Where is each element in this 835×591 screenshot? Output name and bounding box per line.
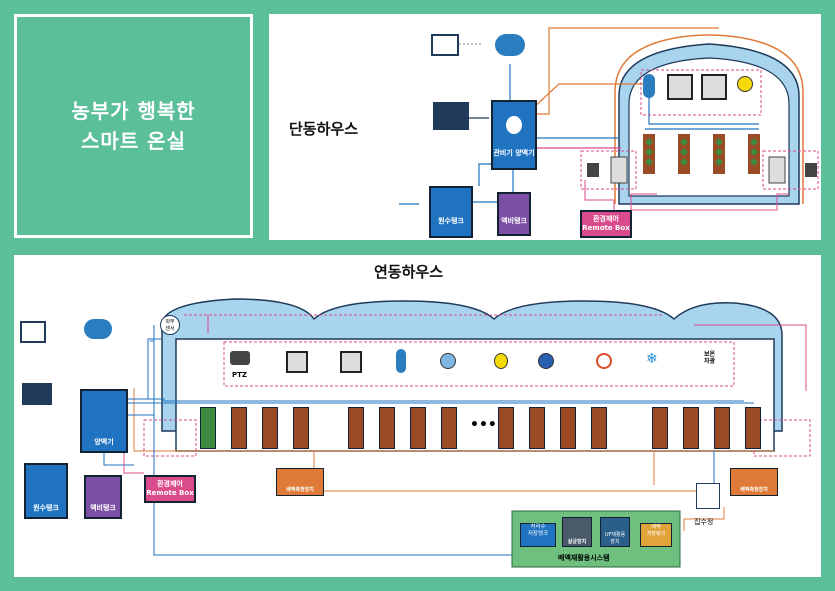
drain-measure-left: 배액측정장치: [276, 468, 324, 496]
title-line1: 농부가 행복한: [71, 99, 196, 123]
computer-icon: [22, 383, 52, 405]
drain-storage-tank: 배액 저장탱크: [640, 523, 672, 547]
multi-remote-box: 환경제어 Remote Box: [144, 475, 196, 503]
title-box: 농부가 행복한 스마트 온실: [14, 14, 253, 238]
insulation-shade: 보온 차광: [704, 351, 716, 365]
drain-measure-right-label: 배액측정장치: [740, 487, 768, 493]
single-raw-tank-label: 원수탱크: [438, 217, 464, 225]
single-remote-box: 환경제어 Remote Box: [580, 210, 632, 238]
uf-recycler: UF재활용 장치: [600, 517, 630, 547]
recycle-system-label: 배액재활용시스템: [558, 554, 610, 562]
thermometer-icon: [396, 349, 406, 373]
exhaust-fan-icon: [340, 351, 362, 373]
continuation-dots: •••: [470, 417, 497, 433]
monitor-icon: [20, 321, 46, 343]
drain-measure-right: 배액측정장치: [730, 468, 778, 496]
drain-measure-left-label: 배액측정장치: [286, 487, 314, 493]
multi-house-title: 연동하우스: [374, 263, 444, 281]
single-house-panel: 단동하우스: [269, 14, 821, 240]
multi-controller-label: 양액기: [94, 438, 114, 446]
single-nutrient-tank-label: 액비탱크: [501, 217, 527, 225]
multi-house-panel: 연동하우스 외부 센서 양액기: [14, 255, 821, 577]
multi-house-diagram: [103, 298, 811, 568]
multi-controller: 양액기: [80, 389, 128, 453]
multi-nutrient-tank-label: 액비탱크: [90, 504, 116, 512]
co2-icon: [538, 353, 554, 369]
cooler-icon: ❄: [646, 351, 658, 367]
monitor-icon: [431, 34, 459, 56]
multi-remote-box-l1: 환경제어: [157, 480, 183, 488]
ptz-camera-icon: [230, 351, 250, 365]
title-line2: 스마트 온실: [81, 129, 186, 153]
fan-icon: [667, 74, 693, 100]
single-controller: 관비기 양액기: [491, 100, 537, 170]
fan-icon: [286, 351, 308, 373]
multi-remote-box-l2: Remote Box: [146, 489, 194, 497]
thermometer-icon: [643, 74, 655, 98]
sterilizer: 살균장치: [562, 517, 592, 547]
light-bulb-icon: [737, 76, 753, 92]
single-house-title: 단동하우스: [289, 120, 359, 138]
sump-label: 집수정: [694, 518, 714, 526]
computer-icon: [433, 102, 469, 130]
sump-icon: [696, 483, 720, 509]
humidity-icon: [440, 353, 456, 369]
multi-nutrient-tank: 액비탱크: [84, 475, 122, 519]
multi-raw-tank-label: 원수탱크: [33, 504, 59, 512]
single-house-diagram: [399, 27, 819, 211]
water-drop-icon: [506, 116, 522, 134]
treated-water-tank: 처리수 저장탱크: [520, 523, 556, 547]
multi-raw-tank: 원수탱크: [24, 463, 68, 519]
outdoor-sensor: 외부 센서: [160, 315, 180, 335]
single-remote-box-l2: Remote Box: [582, 224, 630, 232]
ptz-label: PTZ: [232, 371, 247, 379]
single-nutrient-tank: 액비탱크: [497, 192, 531, 236]
cloud-icon: [84, 319, 112, 339]
single-raw-tank: 원수탱크: [429, 186, 473, 238]
exhaust-fan-icon: [701, 74, 727, 100]
plant-rows: •••: [200, 407, 761, 449]
cloud-icon: [495, 34, 525, 56]
single-controller-label: 관비기 양액기: [493, 149, 535, 157]
heater-icon: [596, 353, 612, 369]
sterilizer-label: 살균장치: [567, 539, 587, 545]
single-remote-box-l1: 환경제어: [593, 215, 619, 223]
light-bulb-icon: [494, 353, 508, 369]
